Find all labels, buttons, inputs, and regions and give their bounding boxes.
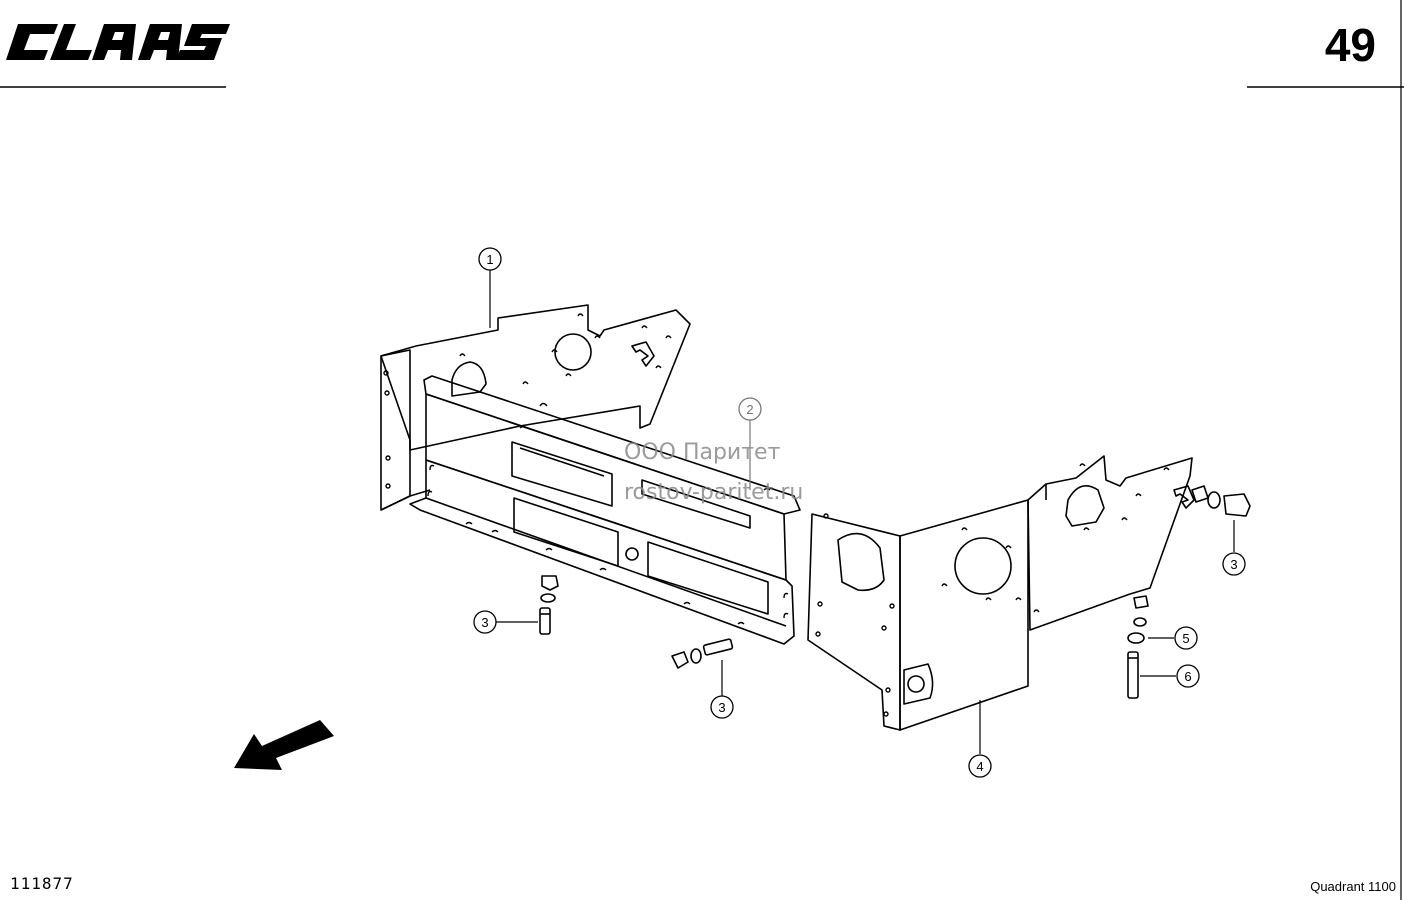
callout-label: 6 [1184,669,1191,684]
part-4-side-plate [807,455,1195,731]
fastener-set-center [671,638,734,669]
direction-arrow-icon [234,720,334,770]
fastener-set-right-top [1191,485,1251,517]
callout-4 [968,754,992,778]
callout-label: 5 [1182,631,1189,646]
callout-3b [710,695,734,719]
callout-3a [473,610,497,634]
leader-lines [489,270,1235,754]
callout-label: 1 [486,252,493,267]
watermark-site: rostov-paritet.ru [624,480,804,505]
callout-3c [1222,552,1246,576]
callout-label: 3 [718,700,725,715]
part-1-side-plate [380,304,691,511]
callout-label: 3 [481,615,488,630]
callout-6 [1176,664,1200,688]
part-2-channel-beam [409,375,801,645]
fastener-set-left-bottom [539,575,559,635]
callout-labels: 1 2 3 3 3 4 5 6 [481,252,1237,774]
model-name: Quadrant 1100 [1310,879,1396,894]
fastener-set-right-bottom [1127,595,1149,699]
callout-label: 2 [746,402,753,417]
claas-logo [6,24,230,60]
callout-5 [1174,626,1198,650]
watermark-company: ООО Паритет [624,440,781,465]
callout-2 [738,397,762,421]
callout-label: 4 [976,759,983,774]
callout-1 [478,247,502,271]
page-number: 49 [1324,19,1376,71]
callout-label: 3 [1230,557,1237,572]
drawing-number: 111877 [10,874,74,893]
callout-bubbles [473,247,1246,778]
